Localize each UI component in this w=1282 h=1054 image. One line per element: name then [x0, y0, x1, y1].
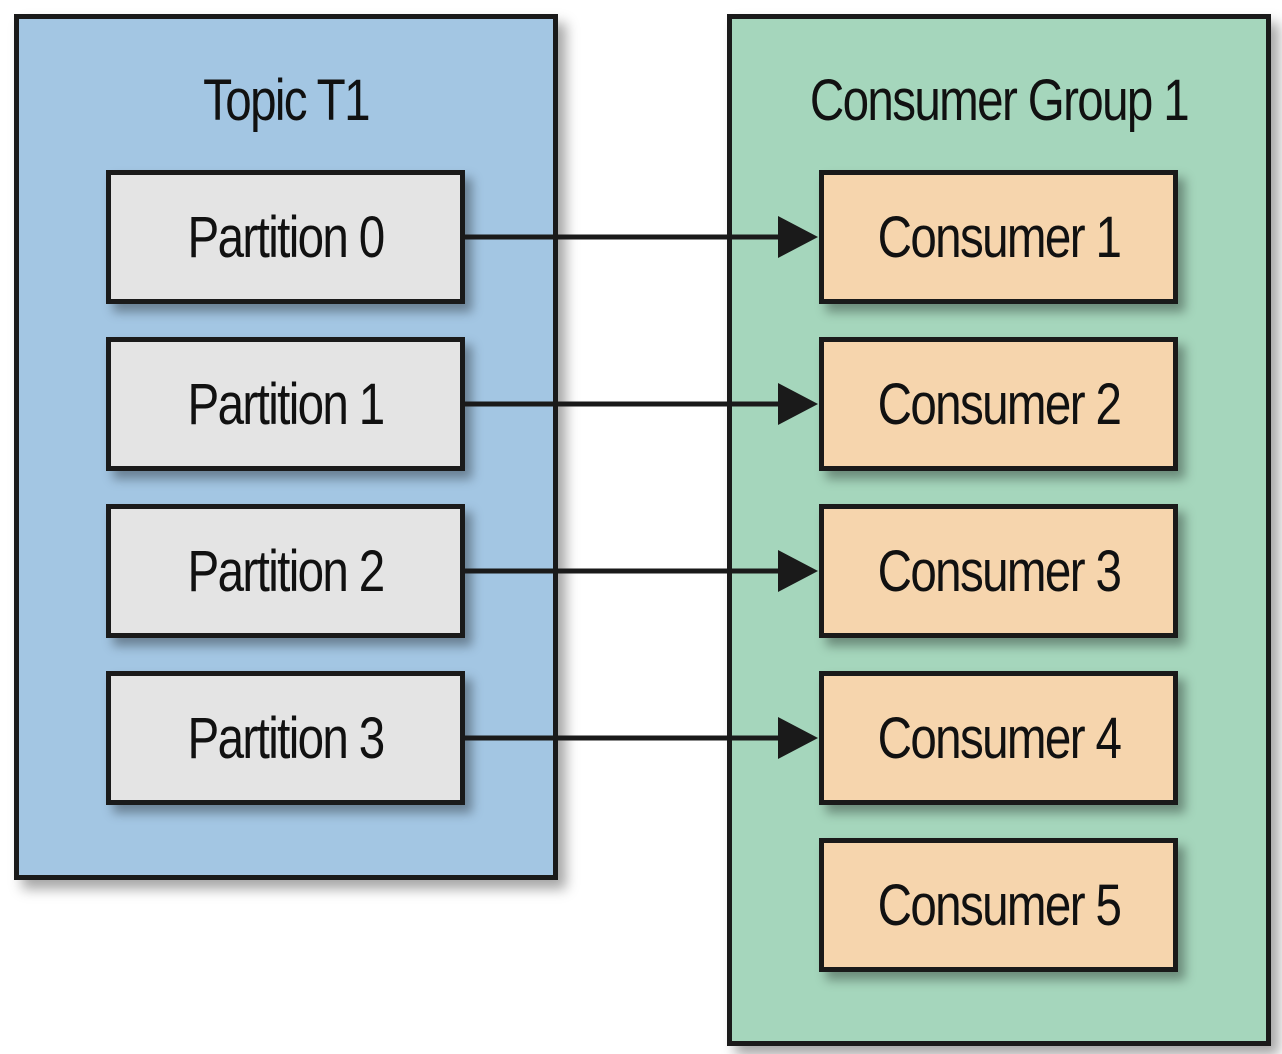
topic-title: Topic T1	[203, 68, 370, 133]
partition-box: Partition 1	[106, 337, 465, 471]
consumer-label: Consumer 4	[877, 705, 1121, 771]
consumer-label: Consumer 2	[877, 371, 1121, 437]
partition-label: Partition 1	[187, 371, 385, 437]
consumer-label: Consumer 5	[877, 872, 1121, 938]
partition-box: Partition 0	[106, 170, 465, 304]
consumer-group-title: Consumer Group 1	[809, 68, 1190, 133]
partition-label: Partition 0	[187, 204, 385, 270]
consumer-label: Consumer 1	[877, 204, 1121, 270]
consumer-box: Consumer 3	[819, 504, 1178, 638]
partition-box: Partition 2	[106, 504, 465, 638]
partition-box: Partition 3	[106, 671, 465, 805]
consumer-box: Consumer 2	[819, 337, 1178, 471]
consumer-box: Consumer 1	[819, 170, 1178, 304]
partition-label: Partition 2	[187, 538, 385, 604]
consumer-box: Consumer 5	[819, 838, 1178, 972]
consumer-label: Consumer 3	[877, 538, 1121, 604]
partition-label: Partition 3	[187, 705, 385, 771]
consumer-box: Consumer 4	[819, 671, 1178, 805]
